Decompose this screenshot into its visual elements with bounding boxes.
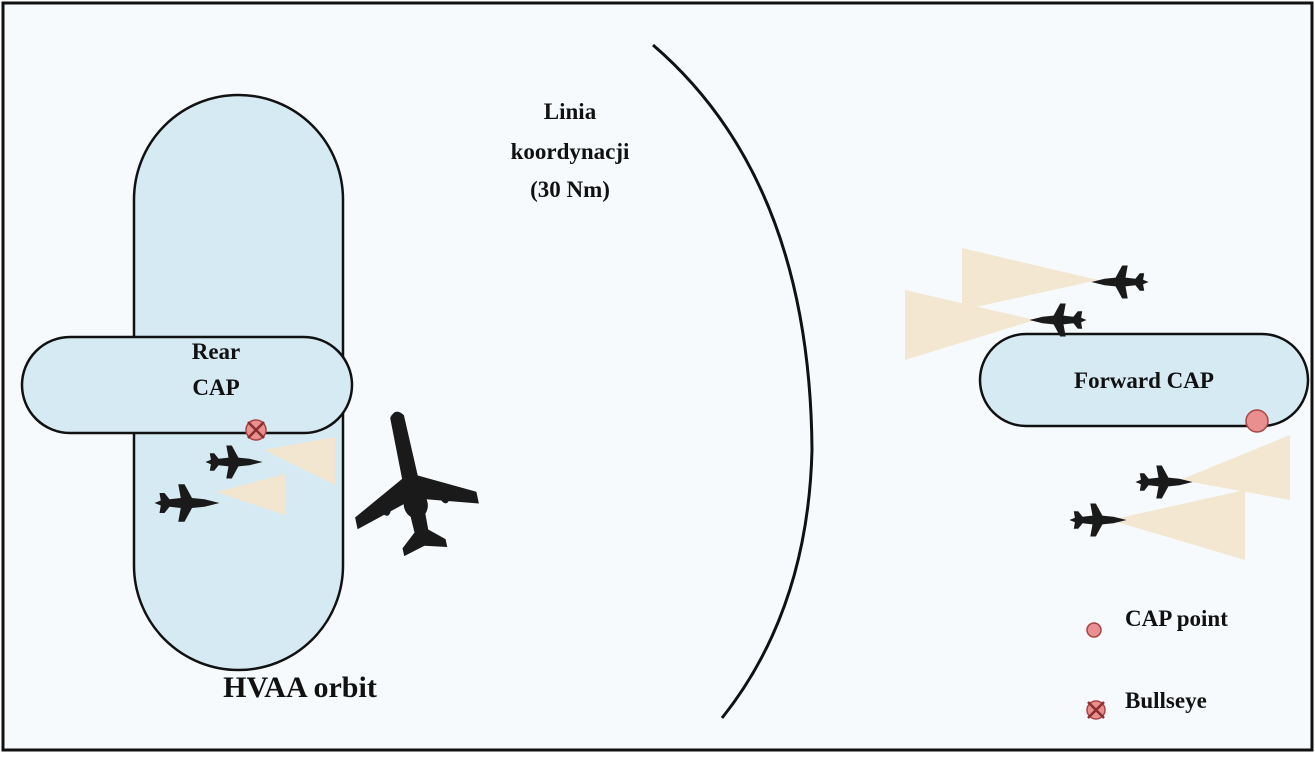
legend-bullseye-icon <box>1087 701 1105 719</box>
forward-cap-label: Forward CAP <box>1074 368 1214 393</box>
coordination-line-label-3: (30 Nm) <box>530 177 610 202</box>
coordination-line-label-2: koordynacji <box>511 139 630 164</box>
rear-cap-orbit <box>22 337 352 433</box>
bullseye-marker-icon <box>246 420 266 440</box>
legend-bullseye-label: Bullseye <box>1125 688 1207 713</box>
legend-cap-point-label: CAP point <box>1125 606 1228 631</box>
coordination-line-label-1: Linia <box>544 99 597 124</box>
hvaa-orbit-label: HVAA orbit <box>223 671 377 704</box>
rear-cap-label-2: CAP <box>192 375 239 400</box>
rear-cap-label-1: Rear <box>192 339 241 364</box>
cap-point-marker-icon <box>1246 410 1268 432</box>
legend-cap-point-icon <box>1087 623 1101 637</box>
